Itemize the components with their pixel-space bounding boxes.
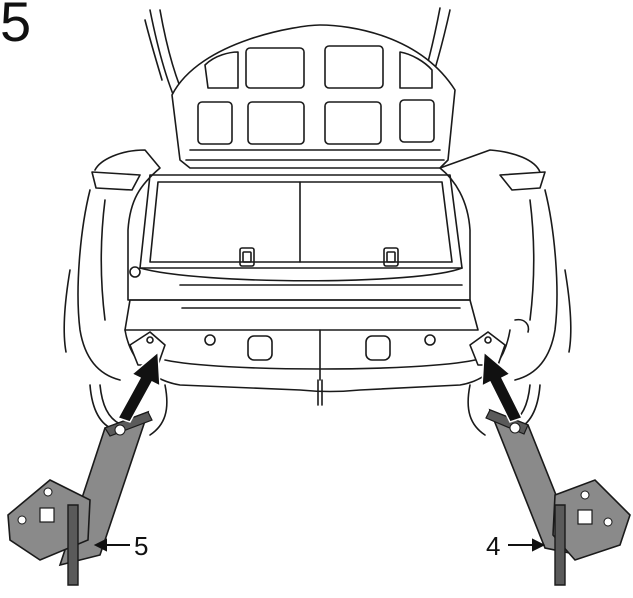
step-number: 5 bbox=[0, 0, 32, 53]
cargo-area bbox=[139, 174, 463, 282]
insertion-arrows bbox=[116, 350, 524, 423]
left-bracket bbox=[7, 410, 153, 586]
callout-label-left: 5 bbox=[134, 531, 148, 561]
open-hatch bbox=[171, 24, 456, 169]
right-bracket bbox=[485, 408, 631, 586]
right-arrow bbox=[481, 350, 524, 423]
callout-leaders bbox=[93, 538, 546, 552]
callout-label-right: 4 bbox=[486, 531, 500, 561]
left-arrow bbox=[116, 350, 161, 423]
rear-panel bbox=[124, 284, 511, 406]
wheels bbox=[89, 384, 541, 436]
mount-points bbox=[129, 318, 530, 366]
